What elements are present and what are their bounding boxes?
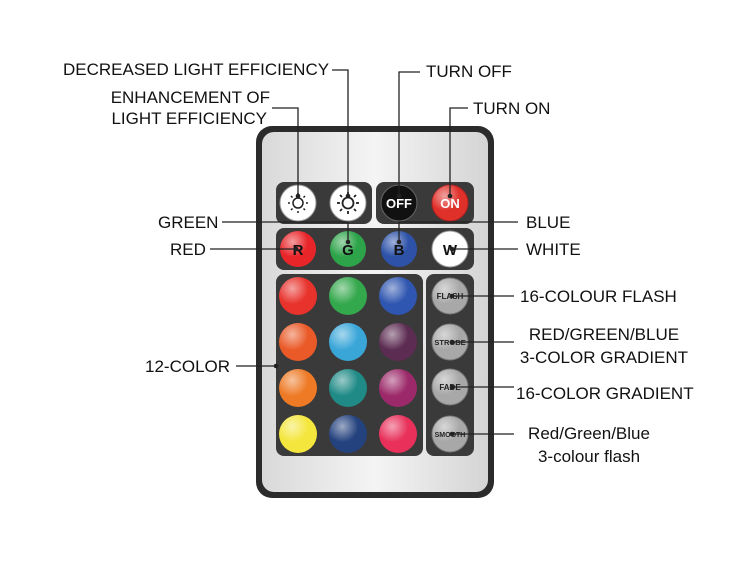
label-turn-on: TURN ON	[473, 99, 551, 118]
color-button-2[interactable]	[329, 277, 367, 315]
label-red: RED	[170, 240, 206, 259]
color-button-11[interactable]	[329, 415, 367, 453]
leader-decreased	[332, 69, 349, 196]
blue-button[interactable]: B	[381, 231, 417, 267]
label-16-color-gradient: 16-COLOR GRADIENT	[516, 384, 694, 403]
label-smooth-line2: 3-colour flash	[537, 447, 641, 466]
color-button-6[interactable]	[379, 323, 417, 361]
label-strobe-line2: 3-COLOR GRADIENT	[519, 348, 689, 367]
mode-panel	[426, 274, 474, 456]
label-smooth-line1: Red/Green/Blue	[528, 424, 650, 443]
label-enhancement-line1: ENHANCEMENT OF	[110, 88, 270, 107]
label-16-colour-flash: 16-COLOUR FLASH	[520, 287, 677, 306]
leader-turn-off	[398, 71, 420, 196]
label-enhancement-line2: LIGHT EFFICIENCY	[111, 109, 267, 128]
label-white: WHITE	[526, 240, 581, 259]
label-turn-off: TURN OFF	[426, 62, 512, 81]
color-button-1[interactable]	[279, 277, 317, 315]
leader-lines	[210, 69, 518, 435]
color-button-9[interactable]	[379, 369, 417, 407]
off-button-label: OFF	[386, 196, 412, 211]
leader-blue	[398, 221, 518, 242]
rgbw-panel	[276, 228, 474, 270]
label-12-color: 12-COLOR	[145, 357, 231, 376]
leader-enhancement	[272, 107, 299, 196]
label-decreased-light-efficiency: DECREASED LIGHT EFFICIENCY	[63, 60, 330, 79]
color-button-4[interactable]	[279, 323, 317, 361]
color-button-12[interactable]	[379, 415, 417, 453]
green-button[interactable]: G	[330, 231, 366, 267]
brightness-down-button[interactable]	[279, 184, 317, 222]
on-button[interactable]: ON	[431, 184, 469, 222]
green-button-label: G	[342, 242, 354, 259]
color-grid	[279, 277, 417, 453]
color-grid-panel	[276, 274, 423, 456]
color-button-8[interactable]	[329, 369, 367, 407]
red-button-label: R	[293, 242, 304, 259]
color-button-5[interactable]	[329, 323, 367, 361]
blue-button-label: B	[394, 242, 405, 259]
smooth-button-label: SMOOTH	[435, 432, 466, 439]
color-button-10[interactable]	[279, 415, 317, 453]
color-button-7[interactable]	[279, 369, 317, 407]
label-green: GREEN	[158, 213, 219, 232]
label-strobe-line1: RED/GREEN/BLUE	[528, 325, 680, 344]
on-button-label: ON	[440, 196, 460, 211]
leader-green	[222, 221, 349, 242]
color-button-3[interactable]	[379, 277, 417, 315]
leader-turn-on	[449, 107, 468, 196]
label-blue: BLUE	[526, 213, 571, 232]
